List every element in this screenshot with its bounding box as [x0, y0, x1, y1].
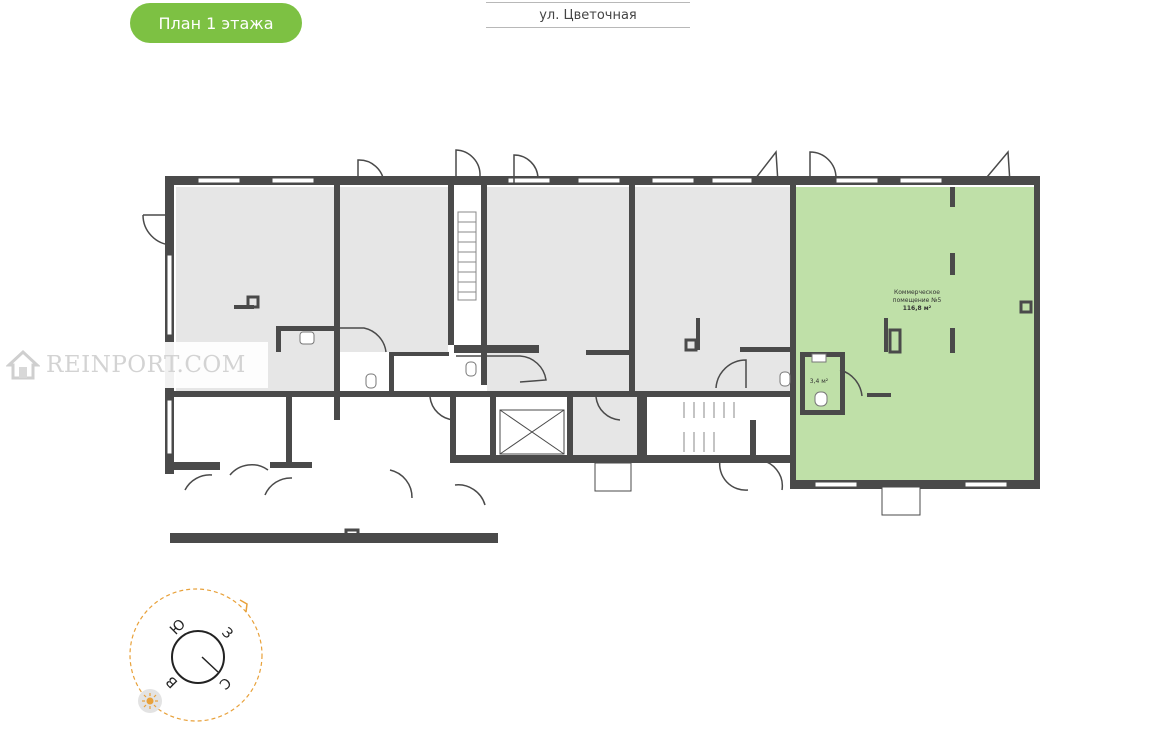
compass-arrow-icon [239, 599, 248, 613]
unit-title-line1: Коммерческое [894, 289, 940, 296]
room-3[interactable] [487, 187, 629, 391]
compass: Ю З В С [129, 588, 263, 722]
doors [142, 149, 1011, 506]
unit-area: 116,8 м² [903, 305, 932, 312]
commercial-unit-5[interactable] [795, 187, 1034, 480]
room-4[interactable] [635, 187, 790, 391]
house-logo-icon [6, 349, 40, 380]
windows [166, 177, 1008, 516]
rooms [176, 187, 1034, 480]
compass-west: З [218, 625, 236, 643]
stairs [457, 211, 735, 455]
bathroom-area: 3,4 м² [810, 378, 829, 385]
floor-plan-badge[interactable]: План 1 этажа [130, 3, 302, 43]
watermark: REINPORT.COM [6, 342, 268, 388]
watermark-text: REINPORT.COM [46, 352, 246, 378]
compass-north: С [215, 674, 233, 692]
room-small-1 [573, 397, 637, 455]
fixtures [299, 331, 828, 407]
street-label: ул. Цветочная [486, 2, 690, 28]
sun-icon [138, 689, 162, 713]
unit-title-line2: помещение №5 [893, 297, 942, 304]
room-2[interactable] [340, 187, 448, 352]
